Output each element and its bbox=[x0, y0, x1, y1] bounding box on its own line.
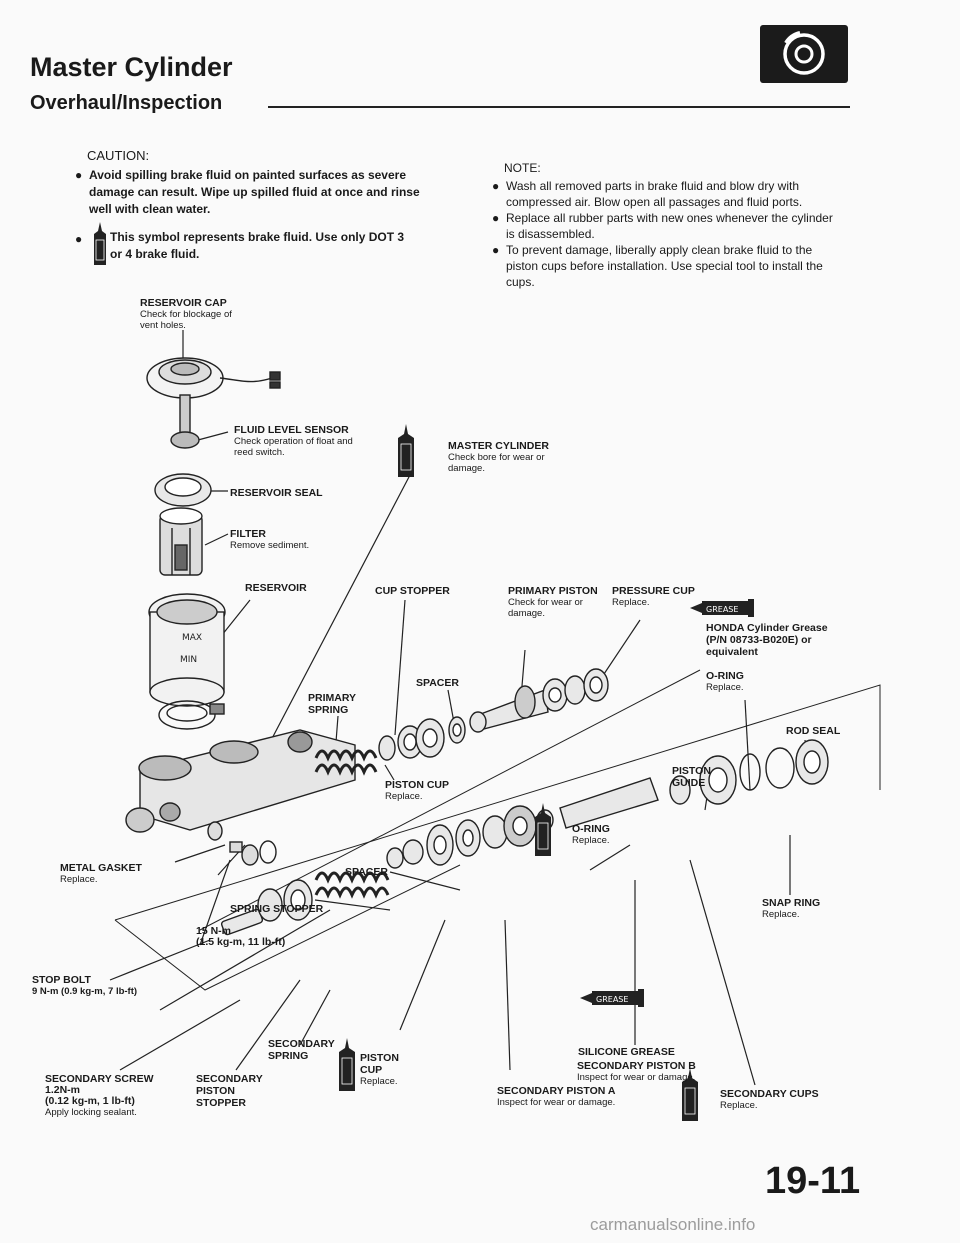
svg-text:MIN: MIN bbox=[180, 655, 197, 665]
brake-fluid-icon bbox=[339, 1038, 355, 1091]
note-block: NOTE: ●Wash all removed parts in brake f… bbox=[492, 160, 842, 290]
label-reservoir-seal: RESERVOIR SEAL bbox=[230, 487, 323, 499]
svg-text:GREASE: GREASE bbox=[596, 995, 628, 1004]
label-silicone-grease: SILICONE GREASE bbox=[578, 1046, 675, 1058]
bullet-icon: ● bbox=[492, 243, 500, 257]
brake-fluid-icon bbox=[398, 424, 414, 477]
svg-text:MAX: MAX bbox=[182, 633, 202, 643]
label-cup-stopper: CUP STOPPER bbox=[375, 585, 450, 597]
page-number: 19-11 bbox=[765, 1160, 861, 1202]
brake-fluid-icon bbox=[535, 803, 551, 856]
grease-tube-icon: GREASE bbox=[690, 599, 754, 617]
bullet-icon: ● bbox=[75, 168, 83, 182]
brake-system-logo bbox=[760, 25, 848, 83]
page-title: Master Cylinder bbox=[30, 52, 233, 82]
label-primary-spring: PRIMARY SPRING bbox=[308, 692, 356, 716]
note-title: NOTE: bbox=[504, 161, 541, 175]
label-spacer-top: SPACER bbox=[416, 677, 459, 689]
note-item: ●Wash all removed parts in brake fluid a… bbox=[492, 179, 803, 209]
label-secondary-spring: SECONDARY SPRING bbox=[268, 1038, 335, 1062]
section-subtitle: Overhaul/Inspection bbox=[30, 92, 223, 114]
watermark: carmanualsonline.info bbox=[590, 1215, 756, 1234]
label-piston-guide: PISTON GUIDE bbox=[672, 765, 711, 789]
label-reservoir: RESERVOIR bbox=[245, 582, 307, 594]
grease-tube-icon: GREASE bbox=[580, 989, 644, 1007]
label-spring-stopper: SPRING STOPPER bbox=[230, 903, 324, 915]
symbol-note: This symbol represents brake fluid. Use … bbox=[110, 230, 405, 261]
caution-text: Avoid spilling brake fluid on painted su… bbox=[89, 168, 420, 216]
label-rod-seal: ROD SEAL bbox=[786, 725, 841, 737]
header-rule bbox=[268, 106, 850, 108]
label-spacer-mid: SPACER bbox=[345, 866, 388, 878]
brake-fluid-icon bbox=[682, 1068, 698, 1121]
label-honda-grease: HONDA Cylinder Grease (P/N 08733-B020E) … bbox=[706, 622, 828, 658]
note-item: ●Replace all rubber parts with new ones … bbox=[492, 211, 833, 241]
bullet-icon: ● bbox=[492, 211, 500, 225]
label-secondary-piston-stopper: SECONDARY PISTON STOPPER bbox=[196, 1073, 263, 1109]
caution-block: CAUTION: ● Avoid spilling brake fluid on … bbox=[75, 147, 435, 218]
bullet-icon: ● bbox=[492, 179, 500, 193]
brake-fluid-icon bbox=[94, 222, 106, 265]
bullet-icon: ● bbox=[75, 232, 83, 246]
svg-text:GREASE: GREASE bbox=[706, 605, 738, 614]
note-item: ●To prevent damage, liberally apply clea… bbox=[492, 243, 823, 289]
label-torque-15: 15 N-m(1.5 kg-m, 11 lb-ft) bbox=[196, 925, 286, 948]
caution-title: CAUTION: bbox=[87, 148, 150, 163]
